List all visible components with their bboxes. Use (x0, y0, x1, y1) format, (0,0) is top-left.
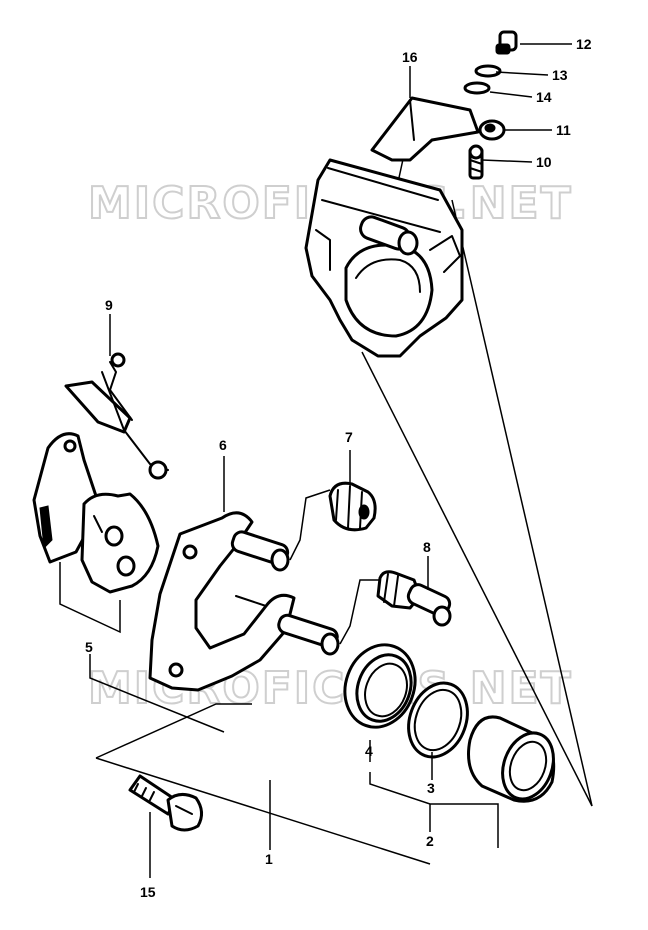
label-10: 10 (536, 154, 552, 170)
part-16-cover (370, 96, 480, 162)
leader-lines (59, 43, 572, 878)
label-4: 4 (365, 743, 373, 759)
label-9: 9 (105, 297, 113, 313)
part-13-washer (474, 64, 502, 78)
label-15: 15 (140, 884, 156, 900)
label-6: 6 (219, 437, 227, 453)
label-8: 8 (423, 539, 431, 555)
label-7: 7 (345, 429, 353, 445)
part-3-seal-ring (407, 681, 469, 759)
part-6-caliper-bracket (148, 511, 340, 692)
label-13: 13 (552, 67, 568, 83)
part-11-cap (478, 119, 506, 141)
part-7-boot (328, 481, 377, 532)
part-9-pad-spring (64, 352, 169, 480)
part-12-bleeder-screw (495, 30, 518, 55)
part-8-slide-pin (376, 570, 452, 627)
caliper-to-pin-line (451, 199, 593, 807)
part-2-piston (467, 715, 556, 803)
label-11: 11 (556, 122, 571, 138)
caliper-to-piston-line (361, 351, 593, 807)
part-14-o-ring (463, 81, 491, 95)
part-15-bolt (128, 774, 203, 832)
label-1: 1 (265, 851, 273, 867)
label-3: 3 (427, 780, 435, 796)
caliper-body (304, 158, 464, 358)
part-labels: 1 2 3 4 5 6 7 8 9 10 11 12 13 14 15 16 (85, 36, 592, 900)
part-10-bleeder-valve (468, 144, 484, 180)
label-12: 12 (576, 36, 592, 52)
part-5-brake-pad-inner (80, 492, 160, 594)
label-16: 16 (402, 49, 418, 65)
label-2: 2 (426, 833, 434, 849)
part-4-piston-seal (343, 643, 417, 729)
label-5: 5 (85, 639, 93, 655)
label-14: 14 (536, 89, 552, 105)
